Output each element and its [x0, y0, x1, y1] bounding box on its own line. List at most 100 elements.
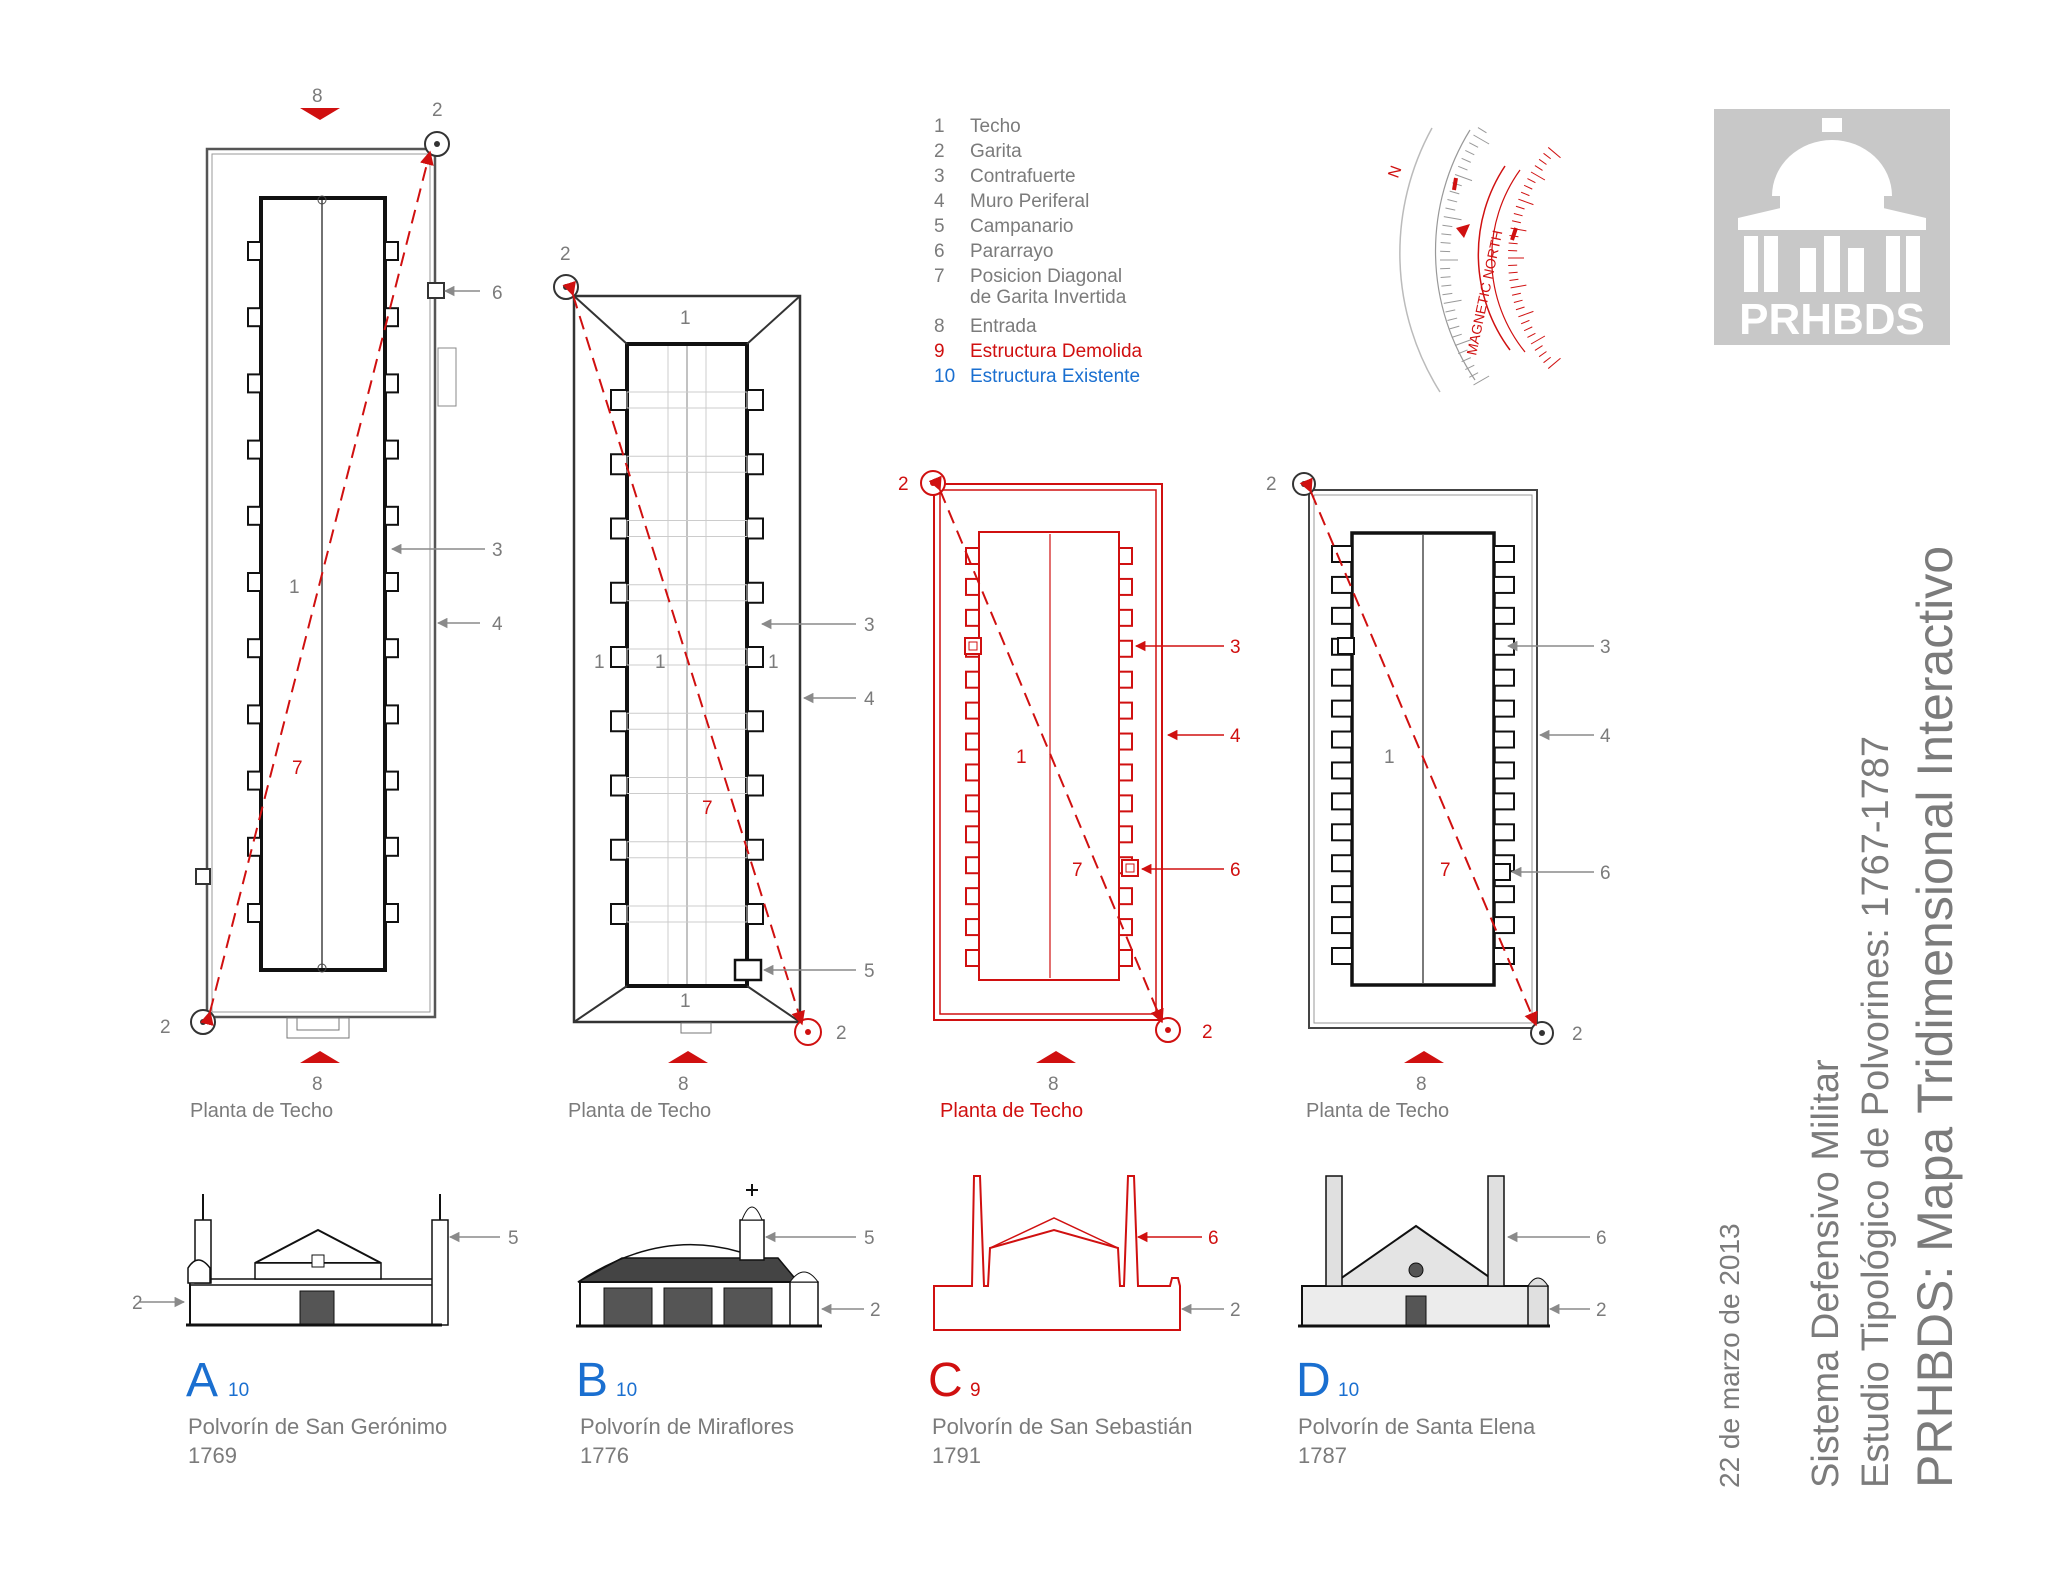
building-status: 9	[970, 1380, 981, 1401]
date-label: 22 de marzo de 2013	[1714, 1223, 1745, 1488]
plan-label: Planta de Techo	[568, 1100, 711, 1122]
marker-2: 2	[1230, 1300, 1241, 1321]
building-letter: D	[1296, 1354, 1331, 1407]
legend-label: Muro Periferal	[970, 191, 1089, 212]
building-name: Polvorín de Miraflores	[580, 1414, 794, 1439]
marker-2: 2	[432, 100, 443, 121]
buttresses	[965, 547, 1133, 967]
marker-4: 4	[492, 614, 503, 635]
marker-2: 2	[1266, 474, 1277, 495]
marker-8: 8	[312, 86, 323, 107]
marker-3: 3	[1600, 637, 1611, 658]
building-status: 10	[616, 1380, 637, 1401]
marker-7: 7	[1440, 860, 1451, 881]
marker-1: 1	[655, 652, 666, 673]
side-titles: 22 de marzo de 2013 Sistema Defensivo Mi…	[1714, 546, 1963, 1488]
legend-number: 3	[934, 166, 945, 187]
plan-label: Planta de Techo	[1306, 1100, 1449, 1122]
caption-d: D 10 Polvorín de Santa Elena 1787	[1296, 1354, 1536, 1468]
marker-3: 3	[1230, 637, 1241, 658]
building-letter: B	[576, 1354, 608, 1407]
marker-2: 2	[560, 244, 571, 265]
legend-number: 6	[934, 241, 945, 262]
marker-5: 5	[864, 1228, 875, 1249]
marker-3: 3	[492, 540, 503, 561]
title-line-1: Sistema Defensivo Militar	[1805, 1059, 1847, 1488]
logo-text: PRHBDS	[1739, 295, 1925, 344]
legend-label: Estructura Existente	[970, 366, 1140, 387]
building-status: 10	[1338, 1380, 1359, 1401]
marker-2: 2	[160, 1017, 171, 1038]
marker-6: 6	[1600, 863, 1611, 884]
marker-2: 2	[836, 1023, 847, 1044]
caption-b: B 10 Polvorín de Miraflores 1776	[576, 1354, 794, 1468]
legend-number: 7	[934, 266, 945, 287]
legend-number: 4	[934, 191, 945, 212]
marker-6: 6	[1596, 1228, 1607, 1249]
compass-red-ticks	[1508, 147, 1561, 369]
marker-2: 2	[1572, 1024, 1583, 1045]
plan-label: Planta de Techo	[190, 1100, 333, 1122]
marker-8: 8	[1048, 1074, 1059, 1095]
marker-1: 1	[289, 577, 300, 598]
marker-7: 7	[1072, 860, 1083, 881]
legend-number: 5	[934, 216, 945, 237]
marker-8: 8	[312, 1074, 323, 1095]
marker-1: 1	[594, 652, 605, 673]
caption-c: C 9 Polvorín de San Sebastián 1791	[928, 1354, 1193, 1468]
compass-rose: N MAGNETIC NORTH	[1385, 127, 1561, 393]
building-status: 10	[228, 1380, 249, 1401]
legend-label-cont: de Garita Invertida	[970, 287, 1127, 308]
marker-4: 4	[1600, 726, 1611, 747]
legend-label: Campanario	[970, 216, 1074, 237]
marker-2: 2	[132, 1293, 143, 1314]
compass-n: N	[1385, 164, 1405, 181]
building-letter: A	[186, 1354, 218, 1407]
elevation-miraflores: 5 2	[576, 1184, 881, 1328]
marker-6: 6	[492, 283, 503, 304]
marker-1: 1	[768, 652, 779, 673]
prhbds-logo: PRHBDS	[1714, 109, 1950, 345]
marker-4: 4	[1230, 726, 1241, 747]
legend-label: Pararrayo	[970, 241, 1053, 262]
building-name: Polvorín de San Gerónimo	[188, 1414, 447, 1439]
marker-6: 6	[1230, 860, 1241, 881]
title-line-3: PRHBDS: Mapa Tridimensional Interactivo	[1907, 546, 1963, 1488]
building-year: 1776	[580, 1443, 629, 1468]
building-year: 1769	[188, 1443, 237, 1468]
legend-number: 9	[934, 341, 945, 362]
marker-8: 8	[678, 1074, 689, 1095]
building-name: Polvorín de Santa Elena	[1298, 1414, 1536, 1439]
legend-label: Posicion Diagonal	[970, 266, 1122, 287]
marker-7: 7	[292, 758, 303, 779]
marker-2: 2	[1202, 1022, 1213, 1043]
building-year: 1791	[932, 1443, 981, 1468]
building-name: Polvorín de San Sebastián	[932, 1414, 1193, 1439]
plan-san-sebastian: 2 1 7 3 4 6 2 8 Planta de Techo	[898, 470, 1241, 1122]
legend-number: 1	[934, 116, 945, 137]
elevation-san-geronimo: 2 5	[132, 1194, 519, 1327]
marker-2: 2	[870, 1300, 881, 1321]
legend-label: Estructura Demolida	[970, 341, 1143, 362]
plan-santa-elena: 2 1 7 3 4 6 2 8 Planta de Techo	[1266, 472, 1611, 1122]
building-year: 1787	[1298, 1443, 1347, 1468]
caption-a: A 10 Polvorín de San Gerónimo 1769	[186, 1354, 447, 1468]
marker-1: 1	[1016, 747, 1027, 768]
marker-2: 2	[1596, 1300, 1607, 1321]
marker-5: 5	[508, 1228, 519, 1249]
marker-4: 4	[864, 689, 875, 710]
marker-7: 7	[702, 798, 713, 819]
legend-label: Garita	[970, 141, 1022, 162]
plan-label: Planta de Techo	[940, 1100, 1083, 1122]
marker-1: 1	[1384, 747, 1395, 768]
legend-number: 10	[934, 366, 955, 387]
marker-8: 8	[1416, 1074, 1427, 1095]
elevation-san-sebastian: 6 2	[933, 1175, 1241, 1331]
legend-number: 8	[934, 316, 945, 337]
marker-2: 2	[898, 474, 909, 495]
legend-label: Entrada	[970, 316, 1037, 337]
plan-san-geronimo: 8 2 6 3 4 1 7 2 8 Planta de Techo	[160, 86, 503, 1122]
marker-3: 3	[864, 615, 875, 636]
legend-label: Contrafuerte	[970, 166, 1076, 187]
plan-miraflores: 2 1 1 1 1 7 1 3 4 5 2 8 Planta de Techo	[553, 244, 875, 1122]
